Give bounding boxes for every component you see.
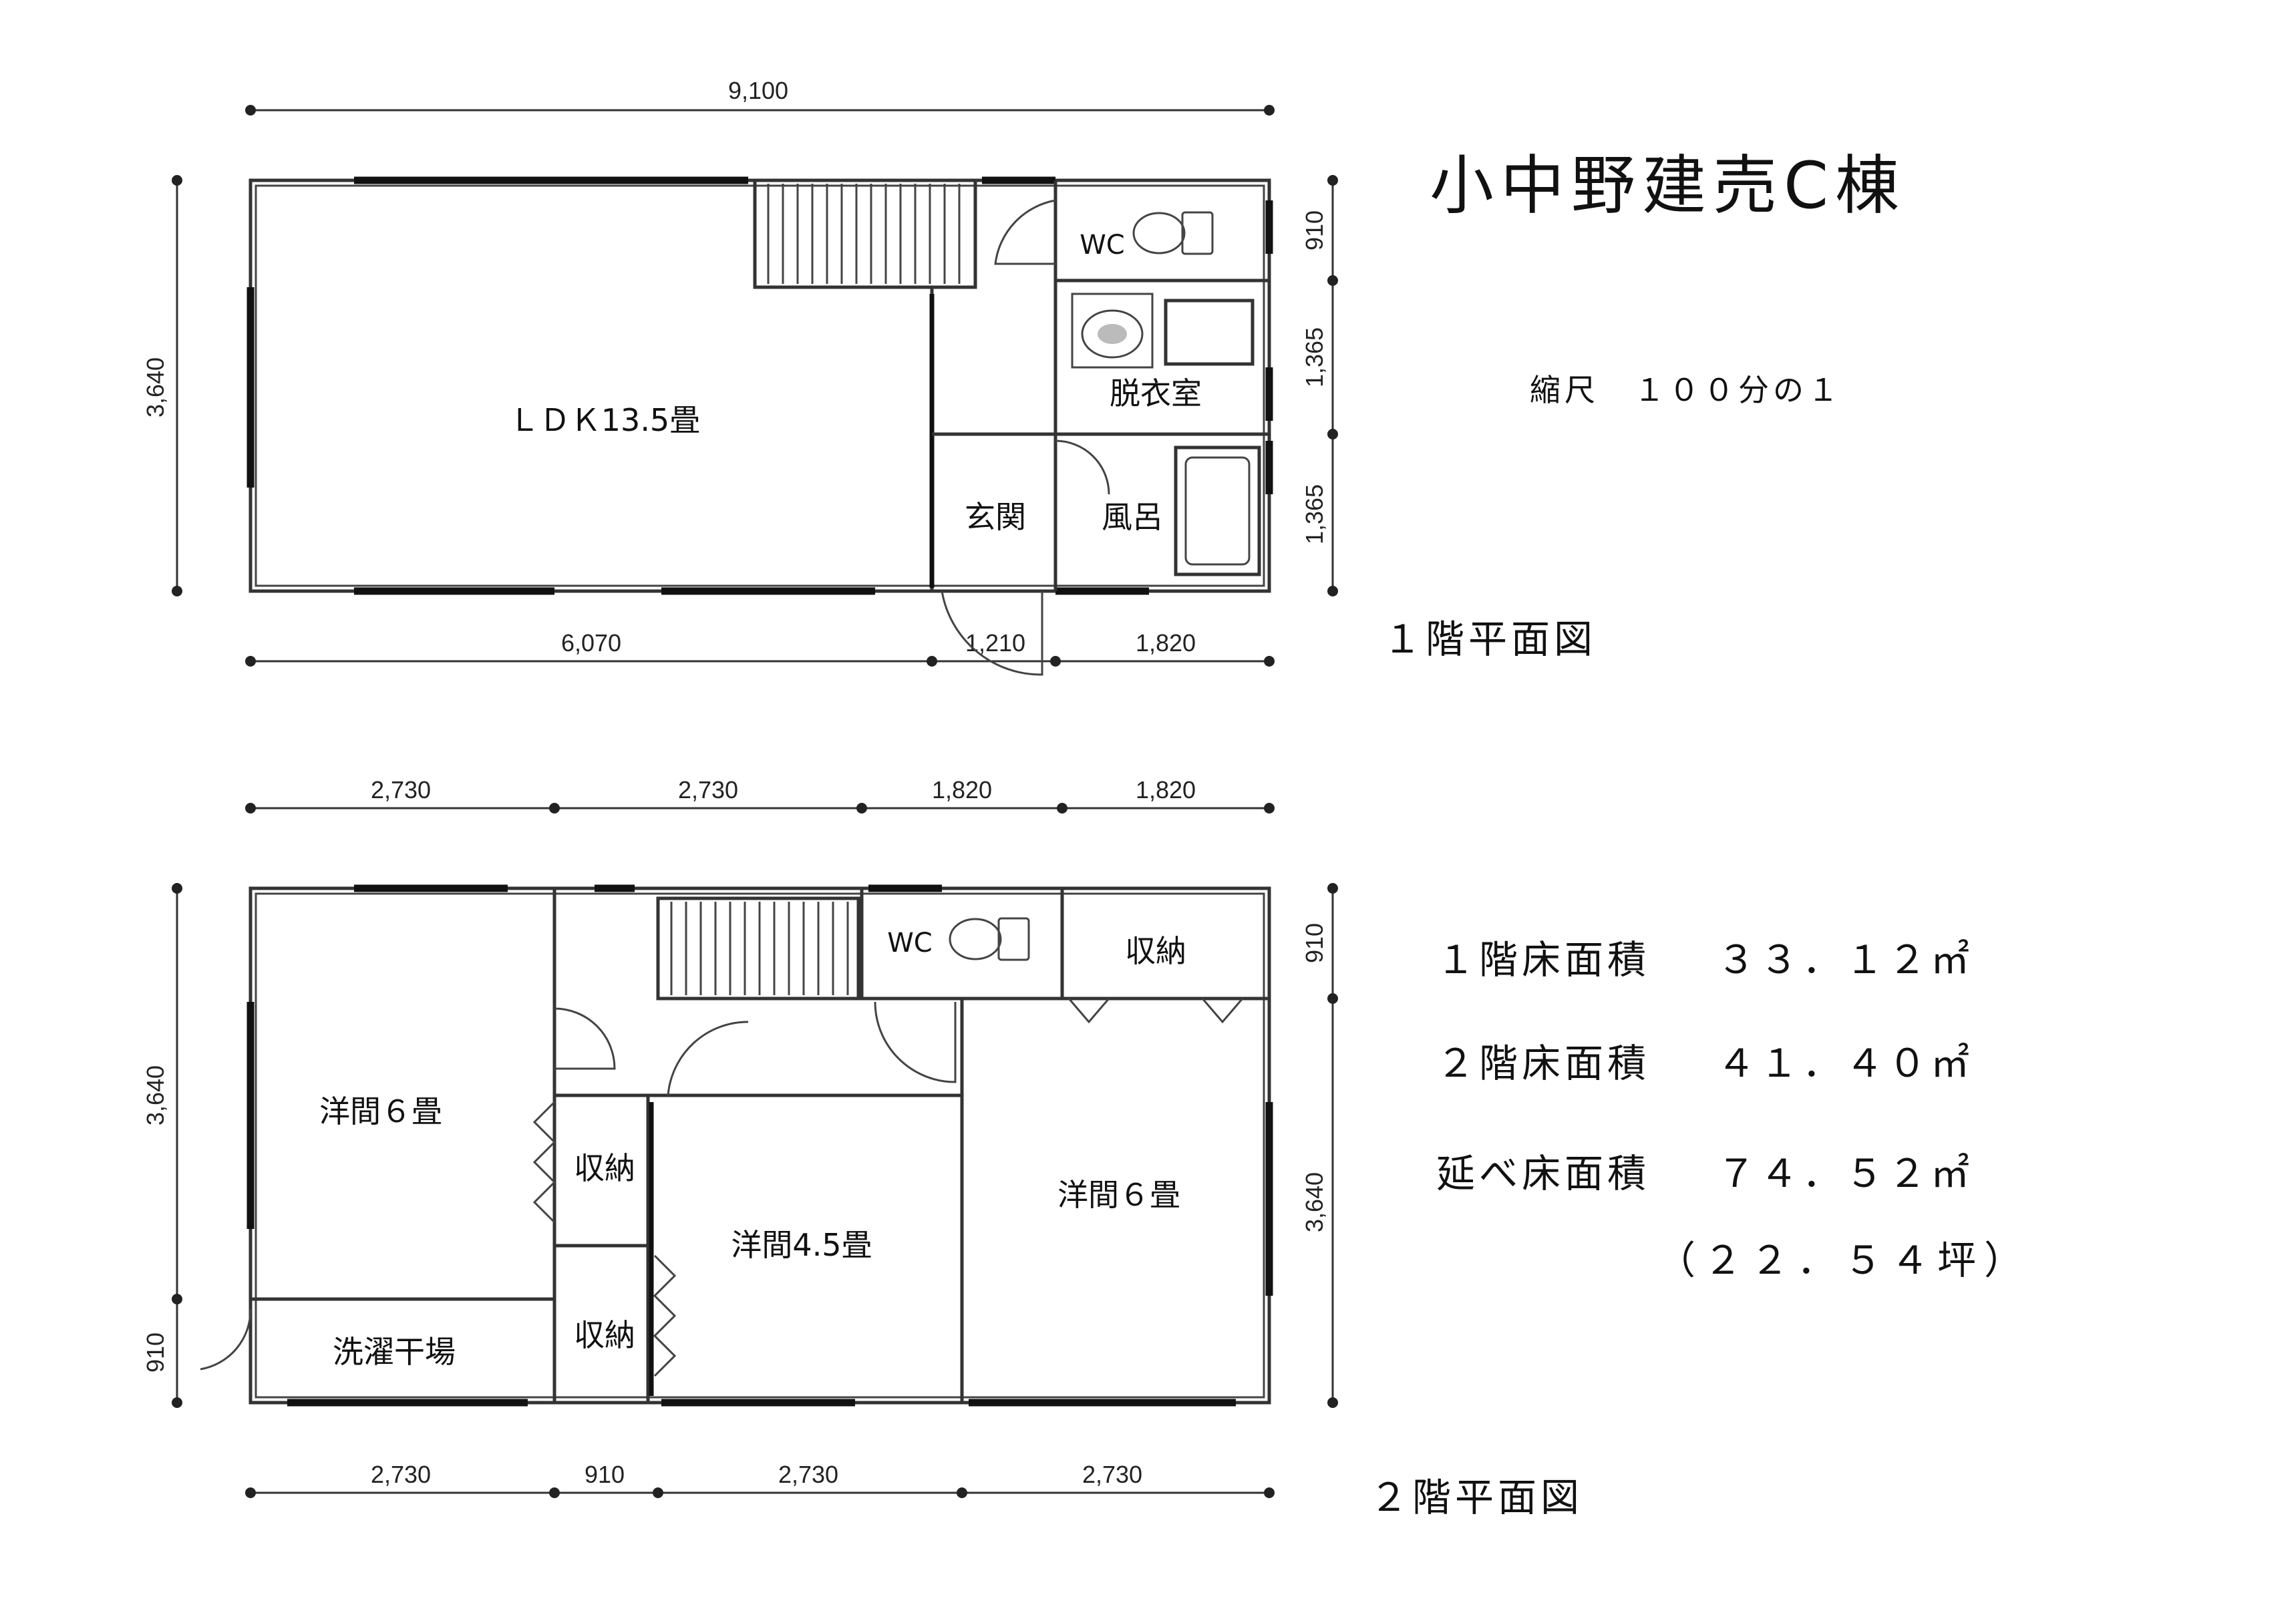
floor2-dim-left-1: 3,640 bbox=[142, 1065, 169, 1125]
floor2-room-wc: WC bbox=[887, 928, 932, 958]
area-label-total: 延べ床面積 bbox=[1436, 1151, 1651, 1196]
area-value-tsubo: （２２．５４坪） bbox=[1657, 1238, 2031, 1283]
floor1-dim-bottom-2: 1,210 bbox=[965, 629, 1025, 657]
floor2-dim-top: 2,730 2,730 1,820 1,820 bbox=[245, 776, 1275, 814]
floor2-dim-left: 3,640 910 bbox=[142, 883, 182, 1408]
floor2-dim-right-2: 3,640 bbox=[1301, 1172, 1328, 1232]
floor2-room-storage-a: 収納 bbox=[574, 1150, 635, 1186]
floor1-dim-left: 3,640 bbox=[142, 175, 182, 596]
area-value-total: ７４．５２㎡ bbox=[1717, 1151, 1974, 1196]
floor1-room-bath: 風呂 bbox=[1102, 499, 1163, 535]
floor2-room-drying: 洗濯干場 bbox=[333, 1334, 456, 1370]
floor1-dim-bottom-3: 1,820 bbox=[1136, 629, 1196, 657]
area-row-total: 延べ床面積 ７４．５２㎡ bbox=[1436, 1142, 1973, 1198]
floor1-dim-bottom: 6,070 1,210 1,820 bbox=[245, 629, 1275, 667]
floor1-bathtub-icon bbox=[1174, 445, 1261, 576]
floor2-room-western-c: 洋間６畳 bbox=[1057, 1177, 1180, 1213]
floor1-room-wc: WC bbox=[1080, 230, 1124, 260]
floor2-plan: 2,730 2,730 1,820 1,820 3,640 910 910 3,… bbox=[142, 776, 1338, 1498]
area-row-floor2: ２階床面積 ４１．４０㎡ bbox=[1436, 1032, 1973, 1088]
area-value-floor1: ３３．１２㎡ bbox=[1717, 937, 1974, 982]
floor2-dim-right: 910 3,640 bbox=[1301, 883, 1338, 1408]
floor1-room-entrance: 玄関 bbox=[965, 499, 1026, 535]
floor1-dim-top: 9,100 bbox=[245, 77, 1275, 116]
floor2-room-storage-b: 収納 bbox=[574, 1317, 635, 1353]
floor2-dim-top-1: 2,730 bbox=[371, 776, 431, 803]
floor2-dim-bottom-3: 2,730 bbox=[778, 1461, 838, 1488]
floor2-room-western-b: 洋間4.5畳 bbox=[731, 1227, 872, 1263]
floor2-dim-bottom-1: 2,730 bbox=[371, 1461, 431, 1488]
floor1-dim-bottom-1: 6,070 bbox=[561, 629, 621, 657]
floor1-dim-right-1: 910 bbox=[1301, 210, 1328, 250]
floor2-dim-bottom-2: 910 bbox=[585, 1461, 625, 1488]
area-row-floor1: １階床面積 ３３．１２㎡ bbox=[1436, 928, 1973, 985]
floor1-toilet-icon bbox=[1132, 211, 1214, 255]
floor2-dim-top-3: 1,820 bbox=[932, 776, 992, 803]
floor2-stair bbox=[656, 896, 860, 1001]
area-value-floor2: ４１．４０㎡ bbox=[1717, 1041, 1974, 1086]
floor1-dim-left-label: 3,640 bbox=[142, 357, 169, 417]
floor1-stair bbox=[753, 178, 977, 289]
floor1-dim-top-label: 9,100 bbox=[728, 77, 788, 104]
drawing-title: 小中野建売C棟 bbox=[1430, 148, 1907, 223]
floor2-room-western-a: 洋間６畳 bbox=[319, 1093, 442, 1129]
floor1-washbasin-icon bbox=[1071, 293, 1154, 369]
floor2-dim-right-1: 910 bbox=[1301, 923, 1328, 963]
floor2-dim-left-2: 910 bbox=[142, 1332, 169, 1373]
floor2-room-storage-c: 収納 bbox=[1125, 933, 1186, 969]
floor1-dim-right-2: 1,365 bbox=[1301, 327, 1328, 387]
area-label-floor2: ２階床面積 bbox=[1436, 1041, 1651, 1086]
scale-note: 縮尺 １００分の１ bbox=[1530, 372, 1842, 408]
floor2-dim-top-2: 2,730 bbox=[678, 776, 738, 803]
floor2-plan-label: ２階平面図 bbox=[1369, 1475, 1584, 1520]
floor2-dim-bottom: 2,730 910 2,730 2,730 bbox=[245, 1461, 1275, 1498]
floor1-laundry-pan bbox=[1164, 299, 1255, 366]
area-label-floor1: １階床面積 bbox=[1436, 937, 1651, 982]
floor1-plan: 9,100 3,640 6,070 1,210 1,820 910 1,365 … bbox=[142, 77, 1338, 676]
floor1-plan-label: １階平面図 bbox=[1383, 616, 1597, 662]
floor1-room-ldk: ＬＤＫ13.5畳 bbox=[509, 402, 700, 438]
floor2-dim-bottom-4: 2,730 bbox=[1082, 1461, 1142, 1488]
floor1-dim-right: 910 1,365 1,365 bbox=[1301, 175, 1338, 596]
floor2-dim-top-4: 1,820 bbox=[1136, 776, 1196, 803]
floor2-toilet-icon bbox=[949, 917, 1030, 961]
floor1-room-dressing: 脱衣室 bbox=[1110, 375, 1202, 411]
floor1-dim-right-3: 1,365 bbox=[1301, 484, 1328, 544]
